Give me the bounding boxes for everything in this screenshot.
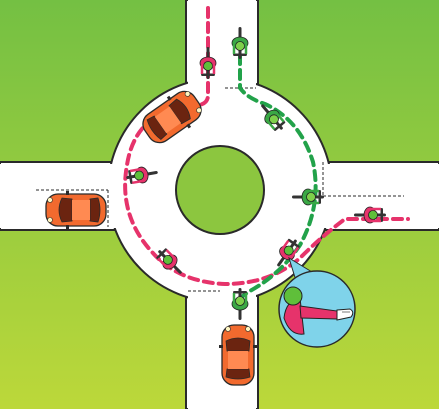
hand-signal-icon <box>278 270 356 348</box>
green-route <box>236 53 318 302</box>
central-island <box>175 145 265 235</box>
car-icon <box>218 324 258 386</box>
car-icon <box>45 190 107 230</box>
give-way-lines <box>36 87 404 292</box>
